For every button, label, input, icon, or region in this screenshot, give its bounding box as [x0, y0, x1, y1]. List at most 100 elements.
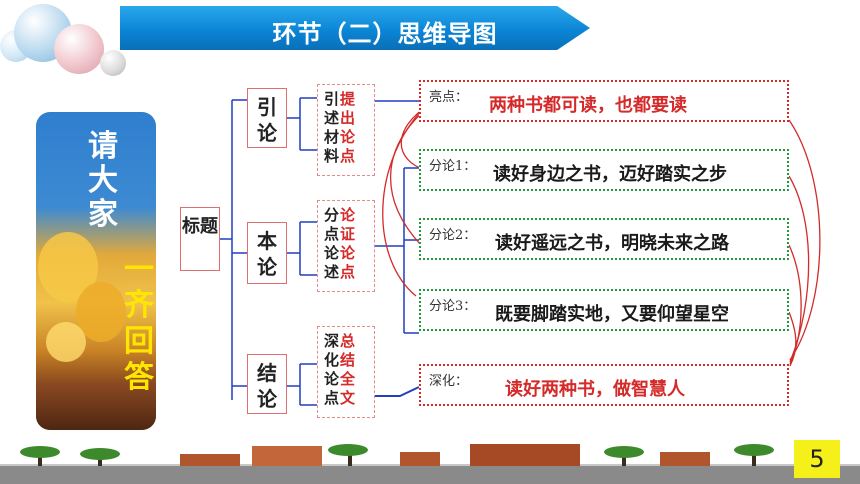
note-char-highlight: 提 — [340, 90, 357, 108]
point-text: 既要脚踏实地，又要仰望星空 — [495, 304, 729, 325]
point-tag: 深化： — [429, 374, 469, 389]
roof-image — [36, 382, 156, 430]
note-char: 点 — [324, 389, 341, 407]
point-tag: 亮点： — [429, 90, 469, 105]
note-char-highlight: 论 — [340, 244, 357, 262]
building-icon — [470, 444, 580, 466]
section-label: 结论 — [257, 361, 277, 411]
section-note-intro: 引提 述出 材论 料点 — [317, 84, 375, 176]
point-highlight: 亮点： 两种书都可读，也都要读 — [419, 80, 789, 122]
point-deepening: 深化： 读好两种书，做智慧人 — [419, 364, 789, 406]
note-char-highlight: 全 — [340, 370, 357, 388]
note-line: 深总 — [318, 332, 374, 351]
building-icon — [660, 452, 710, 466]
note-char-highlight: 结 — [340, 351, 357, 369]
header-banner — [120, 6, 590, 50]
note-line: 引提 — [318, 90, 374, 109]
tree-trunk — [98, 454, 102, 466]
note-line: 论全 — [318, 370, 374, 389]
decorative-sphere-icon — [54, 24, 104, 74]
page-number: 5 — [794, 440, 840, 478]
ginkgo-leaf-icon — [46, 322, 86, 362]
note-char: 引 — [324, 90, 341, 108]
link-conclusion — [375, 386, 420, 397]
bracket-body — [375, 167, 419, 334]
note-char: 论 — [324, 244, 341, 262]
point-text: 读好身边之书，迈好踏实之步 — [493, 164, 727, 185]
arc-left-2 — [382, 111, 421, 297]
note-char-highlight: 总 — [340, 332, 357, 350]
note-line: 材论 — [318, 128, 374, 147]
root-node: 标题 — [180, 207, 220, 271]
slide-header: 环节（二）思维导图 — [0, 0, 860, 76]
point-tag: 分论3： — [429, 299, 477, 314]
note-char: 化 — [324, 351, 341, 369]
ginkgo-leaf-icon — [76, 282, 126, 342]
slide-title: 环节（二）思维导图 — [272, 20, 498, 48]
section-note-body: 分论 点证 论论 述点 — [317, 200, 375, 292]
tree-trunk — [348, 450, 352, 466]
note-char: 材 — [324, 128, 341, 146]
footer-scenery — [0, 438, 860, 484]
tree-icon — [604, 446, 644, 458]
note-line: 点文 — [318, 389, 374, 408]
point-text: 读好遥远之书，明晓未来之路 — [495, 233, 729, 254]
point-tag: 分论1： — [429, 159, 477, 174]
note-line: 料点 — [318, 147, 374, 166]
note-char-highlight: 论 — [340, 206, 357, 224]
decorative-sphere-icon — [100, 50, 126, 76]
bracket-section-2 — [287, 221, 317, 276]
building-icon — [180, 454, 240, 466]
bracket-section-3 — [287, 363, 317, 406]
note-char: 论 — [324, 370, 341, 388]
point-subargument-2: 分论2： 读好遥远之书，明晓未来之路 — [419, 218, 789, 260]
note-char: 深 — [324, 332, 341, 350]
point-text: 读好两种书，做智慧人 — [505, 379, 685, 400]
section-node-body: 本论 — [247, 222, 287, 284]
note-char: 述 — [324, 109, 341, 127]
bracket-section-1 — [287, 97, 317, 151]
section-label: 本论 — [257, 229, 277, 279]
bracket-root — [220, 99, 247, 400]
note-char-highlight: 点 — [340, 263, 357, 281]
note-char: 述 — [324, 263, 341, 281]
arc-right-1 — [788, 119, 821, 361]
prompt-text-top: 请大家 — [88, 129, 118, 232]
section-node-intro: 引论 — [247, 88, 287, 148]
prompt-text-bottom: 一齐回答 — [124, 252, 154, 395]
root-label: 标题 — [182, 216, 218, 237]
tree-icon — [328, 444, 368, 456]
point-subargument-3: 分论3： 既要脚踏实地，又要仰望星空 — [419, 289, 789, 331]
point-tag: 分论2： — [429, 228, 477, 243]
note-char-highlight: 论 — [340, 128, 357, 146]
note-line: 分论 — [318, 206, 374, 225]
note-line: 点证 — [318, 225, 374, 244]
arc-right-2 — [788, 175, 810, 363]
note-char-highlight: 点 — [340, 147, 357, 165]
note-line: 化结 — [318, 351, 374, 370]
note-char: 料 — [324, 147, 341, 165]
building-icon — [252, 446, 322, 466]
tree-icon — [80, 448, 120, 460]
tree-icon — [20, 446, 60, 458]
arc-right-4 — [788, 311, 797, 367]
tree-trunk — [38, 452, 42, 466]
tree-icon — [734, 444, 774, 456]
note-line: 述点 — [318, 263, 374, 282]
ginkgo-photo-panel: 请大家 一齐回答 — [36, 112, 156, 430]
tree-trunk — [752, 450, 756, 466]
building-icon — [400, 452, 440, 466]
point-text: 两种书都可读，也都要读 — [489, 95, 687, 116]
note-char: 分 — [324, 206, 341, 224]
note-char: 点 — [324, 225, 341, 243]
section-label: 引论 — [257, 95, 277, 145]
note-line: 论论 — [318, 244, 374, 263]
note-char-highlight: 文 — [340, 389, 357, 407]
ground — [0, 466, 860, 484]
note-char-highlight: 出 — [340, 109, 357, 127]
section-note-conclusion: 深总 化结 论全 点文 — [317, 326, 375, 418]
arc-right-3 — [788, 244, 802, 365]
point-subargument-1: 分论1： 读好身边之书，迈好踏实之步 — [419, 149, 789, 191]
tree-trunk — [622, 452, 626, 466]
section-node-conclusion: 结论 — [247, 354, 287, 414]
